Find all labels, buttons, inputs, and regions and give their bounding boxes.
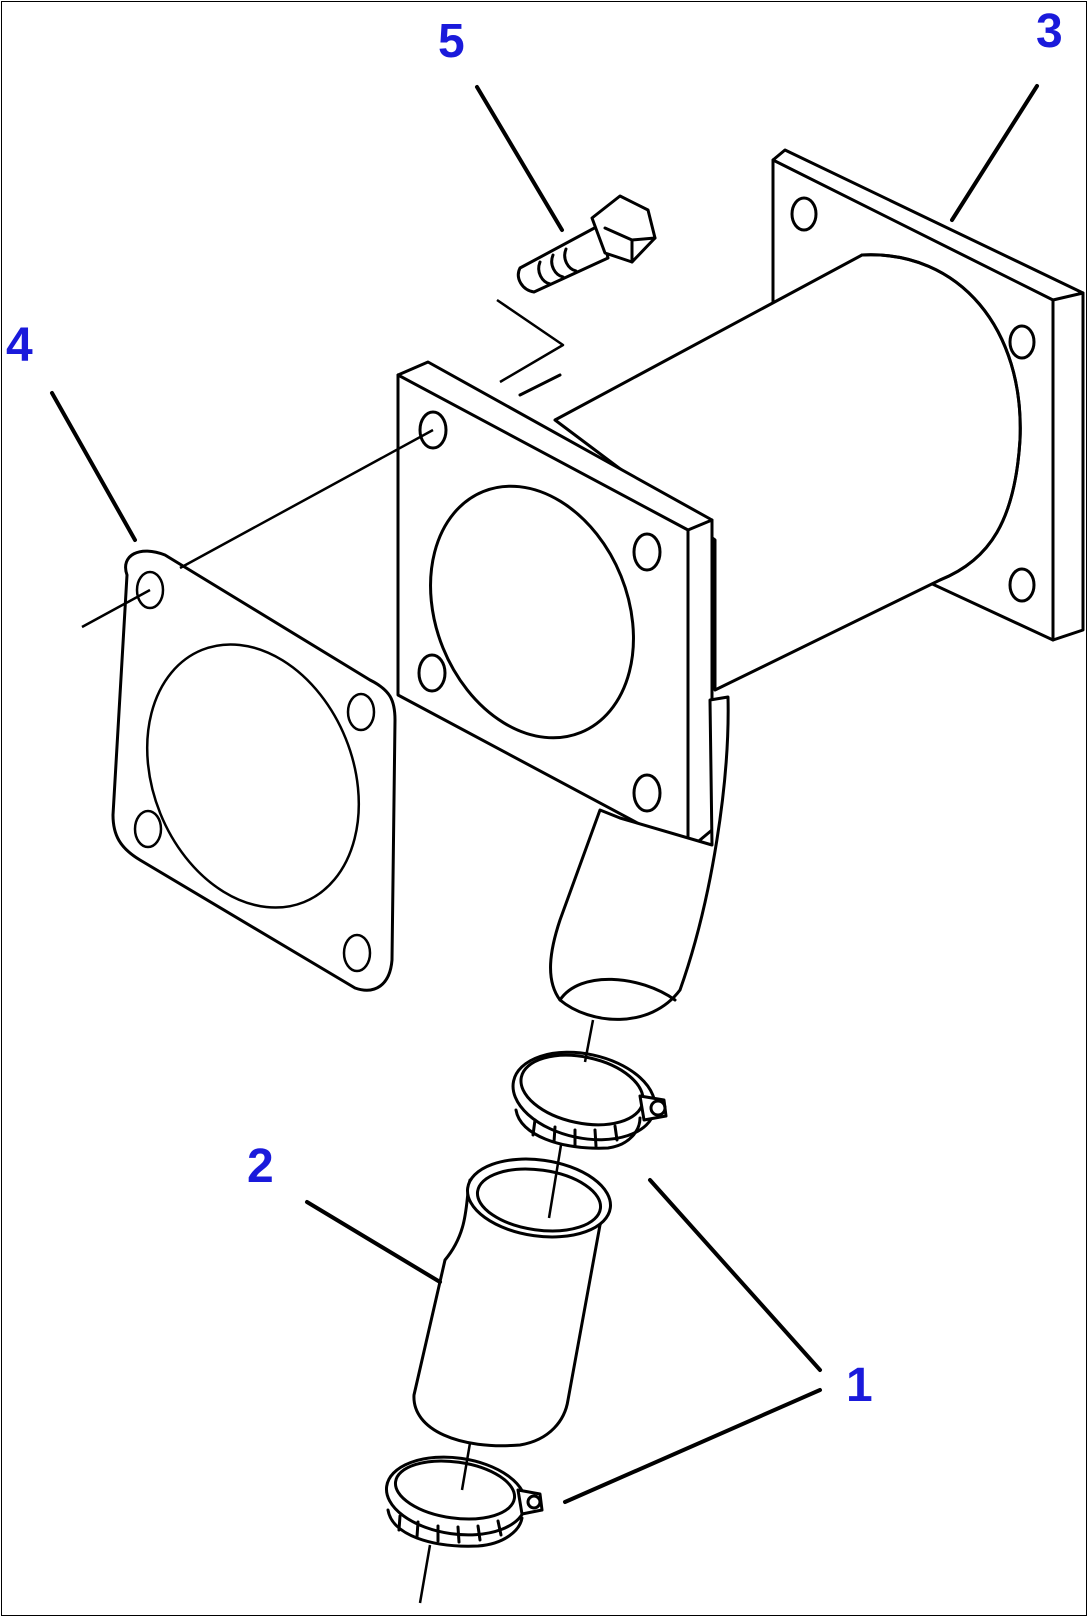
cylinder-body bbox=[518, 253, 1022, 692]
leader-1-lower bbox=[563, 1388, 822, 1504]
lower-hose-clamp-part-1 bbox=[384, 1455, 544, 1548]
hose-part-2 bbox=[412, 1157, 612, 1448]
leader-2 bbox=[305, 1200, 442, 1284]
callout-2: 2 bbox=[247, 1140, 274, 1193]
bolt-part-5 bbox=[516, 194, 657, 294]
callout-5: 5 bbox=[438, 15, 465, 68]
leader-3 bbox=[950, 84, 1039, 222]
hose-centerline bbox=[418, 1019, 595, 1604]
callout-3: 3 bbox=[1036, 5, 1063, 58]
callout-1: 1 bbox=[846, 1359, 873, 1412]
leader-5 bbox=[475, 85, 564, 232]
elbow-outlet-pipe bbox=[549, 695, 730, 1021]
alignment-lines bbox=[81, 298, 565, 629]
leader-lines bbox=[50, 84, 1039, 1504]
callout-4: 4 bbox=[6, 319, 33, 372]
gasket-part-4 bbox=[111, 549, 397, 992]
leader-1-upper bbox=[648, 1178, 822, 1372]
upper-hose-clamp-part-1 bbox=[511, 1050, 668, 1150]
leader-4 bbox=[50, 391, 137, 542]
